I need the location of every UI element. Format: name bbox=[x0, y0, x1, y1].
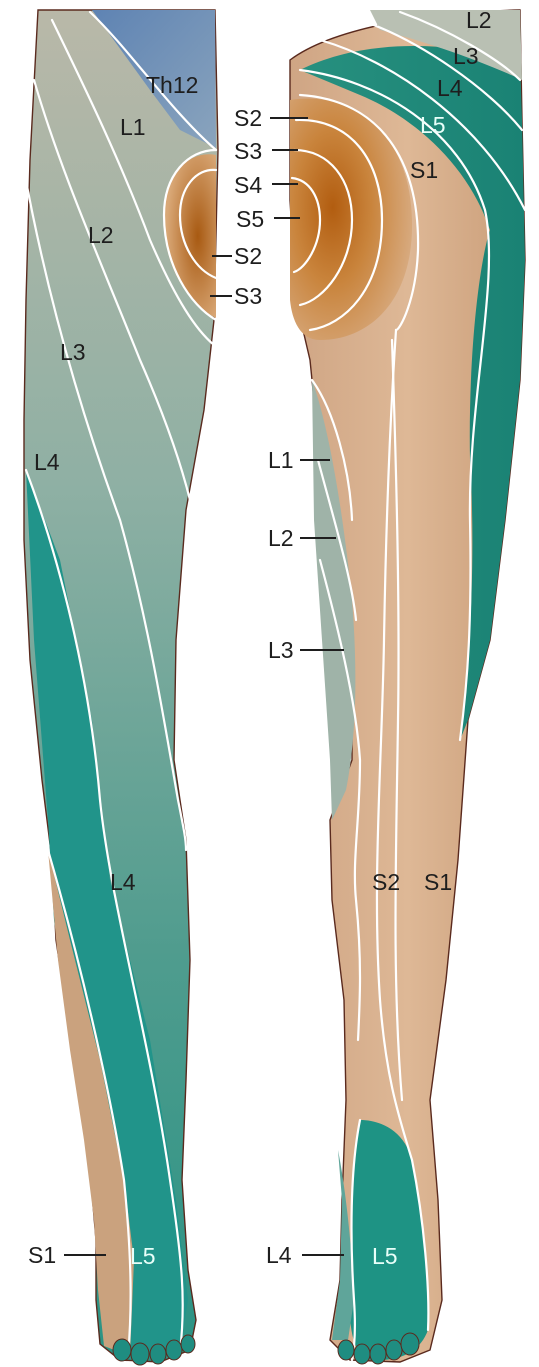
front-toe-2 bbox=[131, 1343, 149, 1365]
label-back-s5: S5 bbox=[236, 206, 264, 232]
back-toe-1 bbox=[338, 1340, 354, 1360]
label-front-s1-foot: S1 bbox=[28, 1242, 56, 1268]
label-front-l4-lower: L4 bbox=[110, 869, 136, 895]
label-back-l3-side: L3 bbox=[268, 637, 294, 663]
back-leg bbox=[290, 10, 525, 1364]
label-back-s1-calf: S1 bbox=[424, 869, 452, 895]
label-back-l3-top: L3 bbox=[453, 43, 479, 69]
label-back-l4-foot: L4 bbox=[266, 1242, 292, 1268]
label-back-l1-side: L1 bbox=[268, 447, 294, 473]
front-leg bbox=[24, 10, 218, 1365]
label-front-s3: S3 bbox=[234, 283, 262, 309]
label-back-s4: S4 bbox=[234, 172, 262, 198]
back-toe-5 bbox=[401, 1333, 419, 1355]
label-front-l2: L2 bbox=[88, 222, 114, 248]
label-front-th12: Th12 bbox=[146, 72, 198, 98]
back-toe-4 bbox=[386, 1340, 402, 1360]
label-back-l5-top: L5 bbox=[420, 112, 446, 138]
label-front-l1: L1 bbox=[120, 114, 146, 140]
label-back-s3: S3 bbox=[234, 138, 262, 164]
label-back-l2-top: L2 bbox=[466, 7, 492, 33]
label-front-l4-upper: L4 bbox=[34, 449, 60, 475]
front-toe-3 bbox=[150, 1344, 166, 1364]
label-front-l3: L3 bbox=[60, 339, 86, 365]
label-back-s2: S2 bbox=[234, 105, 262, 131]
label-front-l5-foot: L5 bbox=[130, 1243, 156, 1269]
label-back-l5-foot: L5 bbox=[372, 1243, 398, 1269]
front-toe-1 bbox=[113, 1339, 131, 1361]
front-toe-4 bbox=[166, 1340, 182, 1360]
back-toe-2 bbox=[354, 1344, 370, 1364]
label-back-s2-calf: S2 bbox=[372, 869, 400, 895]
back-toe-3 bbox=[370, 1344, 386, 1364]
label-front-s2: S2 bbox=[234, 243, 262, 269]
label-back-l4-top: L4 bbox=[437, 75, 463, 101]
label-back-l2-side: L2 bbox=[268, 525, 294, 551]
label-back-s1-top: S1 bbox=[410, 157, 438, 183]
front-toe-5 bbox=[181, 1335, 195, 1353]
